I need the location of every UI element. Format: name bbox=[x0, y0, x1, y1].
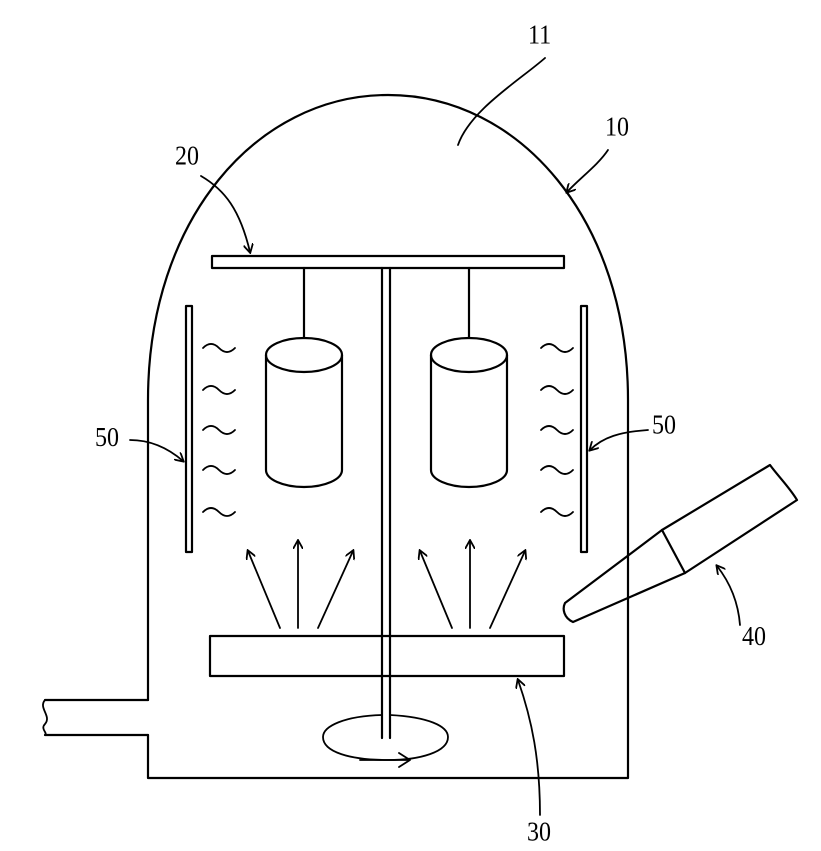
label-20: 20 bbox=[175, 140, 199, 171]
holder-plate bbox=[212, 256, 564, 268]
exhaust-pipe bbox=[43, 700, 148, 735]
label-50-left: 50 bbox=[95, 422, 119, 453]
heat-waves-left bbox=[203, 344, 235, 516]
rotation-shaft bbox=[382, 268, 390, 738]
label-40: 40 bbox=[742, 621, 766, 652]
label-11: 11 bbox=[528, 19, 551, 50]
gun bbox=[564, 465, 797, 622]
rotation-arrow bbox=[323, 715, 448, 767]
heater-left bbox=[186, 306, 192, 552]
workpiece-right bbox=[431, 338, 507, 487]
workpiece-left bbox=[266, 338, 342, 487]
label-30: 30 bbox=[527, 816, 551, 847]
vapor-arrows-left bbox=[248, 541, 353, 628]
heat-waves-right bbox=[541, 344, 573, 516]
vapor-arrows-right bbox=[420, 541, 525, 628]
label-50-right: 50 bbox=[652, 409, 676, 440]
evaporation-source bbox=[210, 636, 564, 676]
label-10: 10 bbox=[605, 111, 629, 142]
leader-lines bbox=[130, 58, 740, 815]
heater-right bbox=[581, 306, 587, 552]
